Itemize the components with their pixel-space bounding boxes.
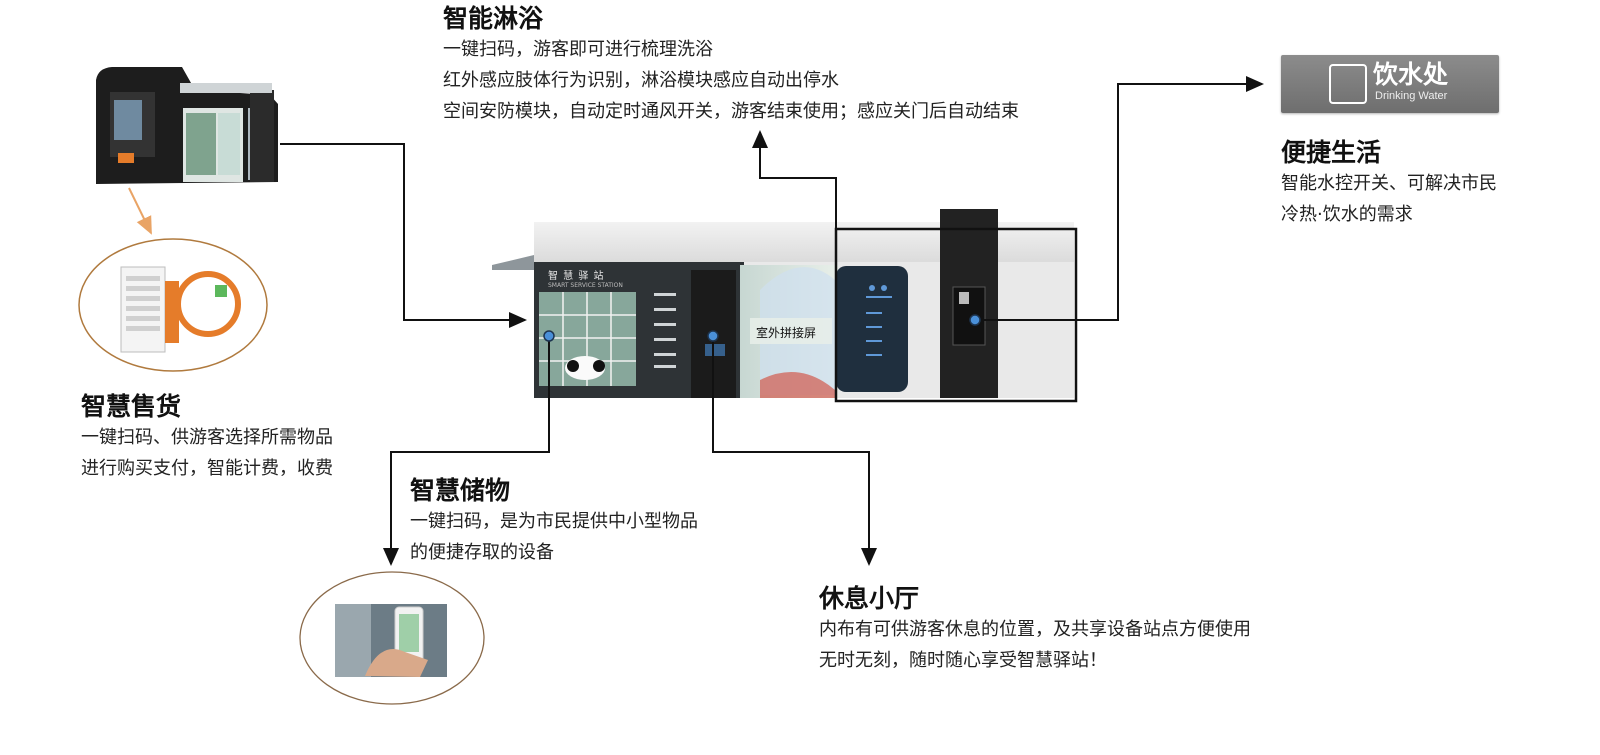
convenience-block: 便捷生活 智能水控开关、可解决市民 冷热·饮水的需求 bbox=[1281, 138, 1497, 230]
vending-callout bbox=[78, 238, 268, 372]
lounge-block: 休息小厅 内布有可供游客休息的位置，及共享设备站点方便使用 无时无刻，随时随心享… bbox=[819, 584, 1251, 676]
shower-line: 空间安防模块，自动定时通风开关，游客结束使用；感应关门后自动结束 bbox=[443, 101, 1019, 122]
lounge-marker bbox=[707, 330, 719, 342]
storage-line: 一键扫码，是为市民提供中小型物品 bbox=[410, 511, 698, 532]
vending-connector bbox=[128, 187, 152, 235]
shower-connector bbox=[752, 130, 837, 229]
sign-main-text: 饮水处 bbox=[1373, 60, 1449, 89]
storage-block: 智慧储物 一键扫码，是为市民提供中小型物品 的便捷存取的设备 bbox=[410, 476, 698, 568]
lounge-line: 无时无刻，随时随心享受智慧驿站！ bbox=[819, 650, 1107, 671]
drinking-water-sign: 饮水处 Drinking Water bbox=[1281, 55, 1499, 113]
kiosk-to-station-connector bbox=[280, 143, 527, 328]
outdoor-screen-label: 室外拼接屏 bbox=[756, 326, 817, 340]
shower-line: 一键扫码，游客即可进行梳理洗浴 bbox=[443, 39, 713, 60]
kiosk-thumbnail bbox=[96, 67, 278, 184]
water-marker bbox=[969, 314, 981, 326]
convenience-line: 冷热·饮水的需求 bbox=[1281, 204, 1413, 225]
station-sign-title: 智 慧 驿 站 bbox=[548, 271, 605, 282]
convenience-connector bbox=[975, 76, 1264, 321]
storage-connector bbox=[383, 336, 550, 566]
markers bbox=[543, 314, 981, 342]
lounge-title: 休息小厅 bbox=[819, 584, 920, 613]
vending-title: 智慧售货 bbox=[81, 392, 182, 421]
main-station bbox=[492, 209, 1078, 403]
storage-title: 智慧储物 bbox=[410, 476, 511, 505]
lounge-connector bbox=[712, 336, 877, 566]
connectors bbox=[280, 76, 1264, 566]
shower-title: 智能淋浴 bbox=[443, 4, 544, 33]
vending-line: 一键扫码、供游客选择所需物品 bbox=[81, 427, 333, 448]
storage-callout bbox=[299, 571, 485, 705]
faucet-icon bbox=[1329, 64, 1367, 104]
shower-line: 红外感应肢体行为识别，淋浴模块感应自动出停水 bbox=[443, 70, 839, 91]
convenience-title: 便捷生活 bbox=[1281, 138, 1382, 167]
convenience-line: 智能水控开关、可解决市民 bbox=[1281, 173, 1497, 194]
vending-block: 智慧售货 一键扫码、供游客选择所需物品 进行购买支付，智能计费，收费 bbox=[81, 392, 333, 484]
station-sign-subtitle: SMART SERVICE STATION bbox=[548, 282, 623, 289]
storage-marker bbox=[543, 330, 555, 342]
vending-line: 进行购买支付，智能计费，收费 bbox=[81, 458, 333, 479]
shower-block: 智能淋浴 一键扫码，游客即可进行梳理洗浴 红外感应肢体行为识别，淋浴模块感应自动… bbox=[443, 4, 1019, 127]
lounge-line: 内布有可供游客休息的位置，及共享设备站点方便使用 bbox=[819, 619, 1251, 640]
storage-line: 的便捷存取的设备 bbox=[410, 542, 554, 563]
sign-sub-text: Drinking Water bbox=[1375, 90, 1448, 102]
